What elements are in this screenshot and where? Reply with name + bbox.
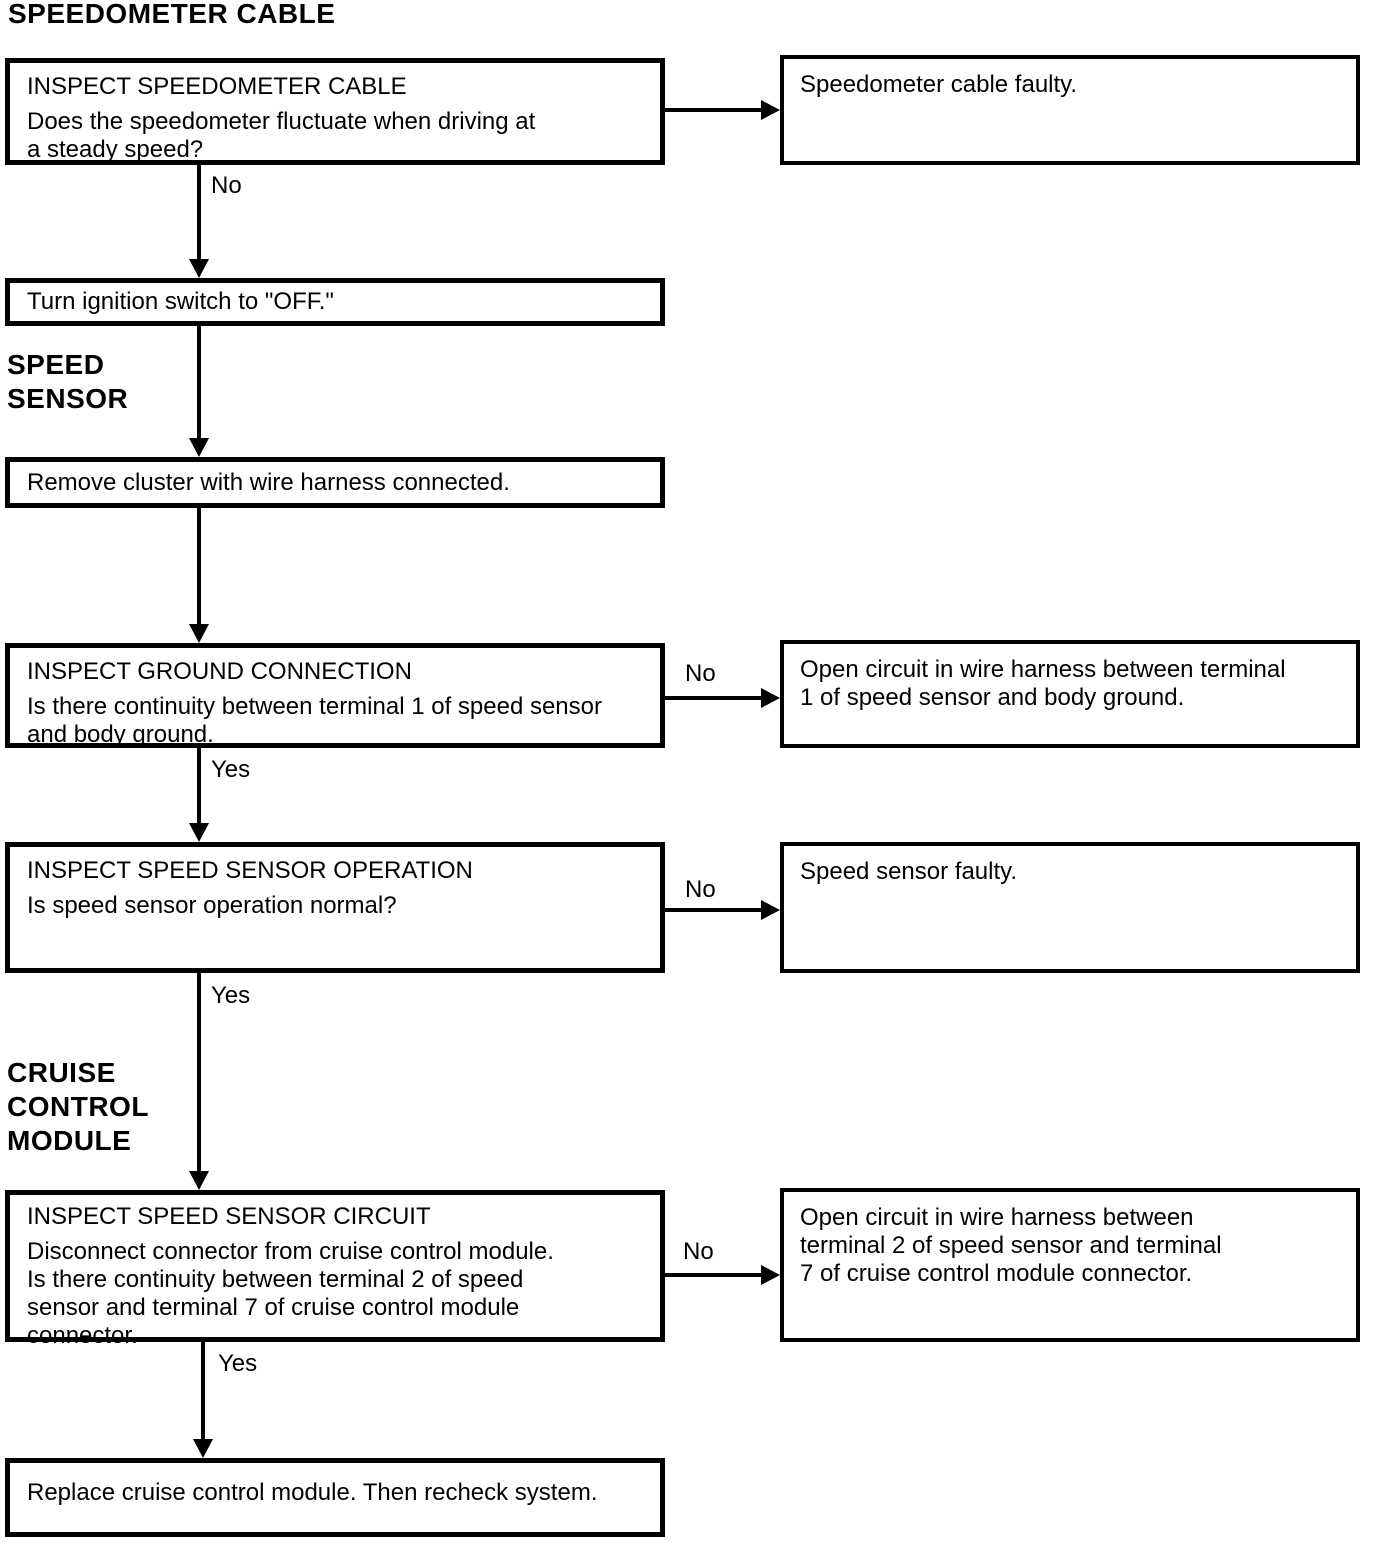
flow-arrow-line	[663, 908, 762, 912]
flow-node-turn-ignition-off: Turn ignition switch to "OFF."	[5, 278, 665, 326]
flow-arrow-line	[197, 508, 201, 626]
page-title: SPEEDOMETER CABLE	[8, 0, 336, 29]
flow-node-heading: INSPECT SPEEDOMETER CABLE	[27, 73, 407, 100]
flow-node-inspect-speed-sensor-operation: INSPECT SPEED SENSOR OPERATION Is speed …	[5, 842, 665, 973]
arrow-down-icon	[189, 259, 209, 278]
edge-label-no: No	[685, 876, 716, 903]
edge-label-no: No	[211, 172, 242, 199]
flow-arrow-line	[197, 748, 201, 825]
flow-node-inspect-speedometer-cable: INSPECT SPEEDOMETER CABLE Does the speed…	[5, 58, 665, 165]
flow-node-heading: INSPECT SPEED SENSOR CIRCUIT	[27, 1203, 431, 1230]
result-node-body: Open circuit in wire harness between ter…	[800, 656, 1286, 711]
flow-node-inspect-speed-sensor-circuit: INSPECT SPEED SENSOR CIRCUIT Disconnect …	[5, 1190, 665, 1349]
flow-arrow-line	[663, 108, 762, 112]
arrow-right-icon	[761, 100, 780, 120]
result-node-speedometer-cable-faulty: Speedometer cable faulty.	[780, 55, 1360, 165]
flow-node-remove-cluster: Remove cluster with wire harness connect…	[5, 457, 665, 508]
result-node-open-circuit-terminal-2-7: Open circuit in wire harness between ter…	[780, 1188, 1360, 1342]
flow-node-body: Remove cluster with wire harness connect…	[27, 468, 510, 496]
arrow-down-icon	[193, 1439, 213, 1458]
arrow-down-icon	[189, 1171, 209, 1190]
arrow-down-icon	[189, 624, 209, 643]
arrow-right-icon	[761, 688, 780, 708]
flow-arrow-line	[197, 973, 201, 1173]
flow-node-heading: INSPECT GROUND CONNECTION	[27, 658, 412, 685]
flow-node-replace-cruise-control-module: Replace cruise control module. Then rech…	[5, 1458, 665, 1537]
edge-label-yes: Yes	[218, 1350, 258, 1377]
flow-arrow-line	[197, 326, 201, 441]
arrow-down-icon	[189, 823, 209, 842]
flow-node-inspect-ground-connection: INSPECT GROUND CONNECTION Is there conti…	[5, 643, 665, 748]
flow-arrow-line	[201, 1342, 205, 1442]
result-node-body: Speed sensor faulty.	[800, 858, 1018, 885]
flow-arrow-line	[663, 696, 762, 700]
flow-node-heading: INSPECT SPEED SENSOR OPERATION	[27, 857, 473, 884]
flow-arrow-line	[197, 165, 201, 262]
result-node-body: Speedometer cable faulty.	[800, 71, 1078, 98]
section-label-speed-sensor: SPEED SENSOR	[7, 349, 129, 414]
edge-label-yes: Yes	[211, 982, 251, 1009]
edge-label-no: No	[685, 660, 716, 687]
arrow-down-icon	[189, 438, 209, 457]
result-node-open-circuit-terminal-1: Open circuit in wire harness between ter…	[780, 640, 1360, 748]
arrow-right-icon	[761, 900, 780, 920]
flow-node-body: Is speed sensor operation normal?	[27, 892, 397, 919]
section-label-cruise-control-module: CRUISE CONTROL MODULE	[7, 1057, 149, 1156]
flow-arrow-line	[663, 1273, 762, 1277]
result-node-speed-sensor-faulty: Speed sensor faulty.	[780, 842, 1360, 973]
edge-label-yes: Yes	[211, 756, 251, 783]
result-node-body: Open circuit in wire harness between ter…	[800, 1204, 1222, 1287]
flow-node-body: Replace cruise control module. Then rech…	[27, 1479, 598, 1506]
flow-node-body: Turn ignition switch to "OFF."	[27, 288, 334, 315]
flow-node-body: Disconnect connector from cruise control…	[27, 1238, 554, 1349]
flow-node-body: Is there continuity between terminal 1 o…	[27, 693, 602, 748]
edge-label-no: No	[683, 1238, 714, 1265]
flow-node-body: Does the speedometer fluctuate when driv…	[27, 108, 536, 163]
arrow-right-icon	[761, 1265, 780, 1285]
